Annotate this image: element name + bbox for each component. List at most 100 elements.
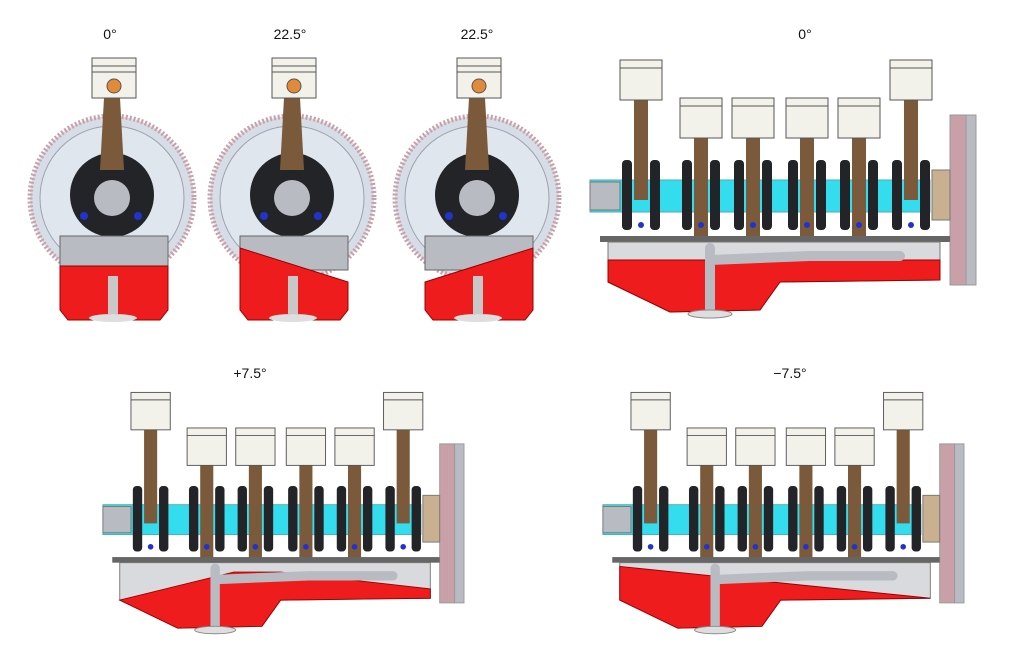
oil-level xyxy=(607,259,941,313)
oil-level xyxy=(619,565,931,629)
piston xyxy=(785,427,827,466)
flywheel-disc xyxy=(954,443,965,604)
oil-pickup-tube xyxy=(210,563,398,631)
piston xyxy=(334,427,375,466)
bolt xyxy=(752,543,759,550)
oil-pickup-tube xyxy=(705,243,905,315)
piston xyxy=(883,391,924,431)
crank-web xyxy=(836,485,847,552)
connecting-rod xyxy=(748,465,762,559)
crank-web xyxy=(385,485,395,552)
crank-web xyxy=(816,160,826,230)
piston xyxy=(630,391,671,431)
front-view-1: 0° xyxy=(20,20,200,340)
crank-web xyxy=(632,485,643,552)
crank-web xyxy=(710,160,720,230)
crank-web xyxy=(788,160,798,230)
timing-gear xyxy=(931,169,951,221)
crank-web xyxy=(737,485,747,552)
flywheel-disc xyxy=(965,114,977,286)
connecting-rod xyxy=(799,465,813,559)
side-view-top: 0° xyxy=(580,20,1000,330)
angle-label-front-1: 0° xyxy=(103,26,117,42)
connecting-rod xyxy=(904,100,918,200)
connecting-rod xyxy=(200,465,214,559)
connecting-rod xyxy=(634,100,648,200)
crank-web xyxy=(862,485,873,552)
front-view-2: 22.5° xyxy=(200,20,380,340)
bolt xyxy=(750,222,756,228)
crank-web xyxy=(188,485,199,552)
angle-label-side-bottom-right: −7.5° xyxy=(773,365,807,381)
side-engine-diagram-top xyxy=(589,59,977,319)
crank-web xyxy=(788,485,798,552)
crank-web xyxy=(659,485,669,552)
bolt xyxy=(851,543,858,550)
crank-web xyxy=(215,485,225,552)
piston xyxy=(889,59,933,101)
crank-web xyxy=(814,485,824,552)
pan-rail xyxy=(112,557,440,563)
timing-gear xyxy=(922,494,941,543)
oil-pickup-strainer xyxy=(194,625,237,635)
angle-label-side-top: 0° xyxy=(798,26,812,42)
crank-web xyxy=(911,485,921,552)
bolt xyxy=(351,543,358,550)
side-view-bottom-left: +7.5° xyxy=(80,355,500,645)
side-engine-diagram-bottom-left xyxy=(102,391,465,635)
crank-web xyxy=(159,485,169,552)
bolt xyxy=(703,543,710,550)
connecting-rod xyxy=(852,138,866,238)
bolt xyxy=(856,222,862,228)
side-engine-diagram-bottom-right xyxy=(602,391,965,635)
crank-web xyxy=(734,160,744,230)
connecting-rod xyxy=(800,138,814,238)
crank-web xyxy=(288,485,298,552)
oil-pickup-strainer xyxy=(694,625,737,635)
crank-web xyxy=(263,485,274,552)
connecting-rod xyxy=(848,465,862,559)
pan-rail xyxy=(600,236,950,242)
crank-web xyxy=(840,160,850,230)
crank-web xyxy=(715,485,725,552)
connecting-rod xyxy=(299,465,313,559)
crank-web xyxy=(622,160,632,230)
crank-web xyxy=(650,160,660,230)
piston xyxy=(785,97,829,139)
crank-nose xyxy=(102,506,132,534)
crank-web xyxy=(411,485,421,552)
piston xyxy=(235,427,276,466)
piston xyxy=(619,59,663,101)
piston xyxy=(679,97,723,139)
crank-web xyxy=(920,160,930,230)
crank-web xyxy=(688,485,699,552)
flywheel xyxy=(939,443,956,604)
bolt xyxy=(908,222,914,228)
bolt xyxy=(252,543,259,550)
piston xyxy=(686,427,727,466)
crank-nose xyxy=(589,181,621,211)
crank-web xyxy=(892,160,902,230)
piston xyxy=(837,97,881,139)
bolt xyxy=(400,543,406,550)
angle-label-front-2: 22.5° xyxy=(273,26,307,42)
crank-web xyxy=(763,485,774,552)
front-engine-diagram-3 xyxy=(392,57,562,322)
bolt xyxy=(804,222,810,228)
flywheel xyxy=(439,443,456,604)
bolt xyxy=(900,543,906,550)
crank-web xyxy=(868,160,878,230)
crank-web xyxy=(762,160,772,230)
bolt xyxy=(147,543,154,550)
connecting-rod xyxy=(700,465,714,559)
angle-label-side-bottom-left: +7.5° xyxy=(233,365,267,381)
angle-label-front-3: 22.5° xyxy=(460,26,494,42)
connecting-rod xyxy=(248,465,262,559)
front-engine-diagram-1 xyxy=(27,57,197,322)
oil-pickup-strainer xyxy=(687,309,733,319)
bolt xyxy=(203,543,210,550)
piston xyxy=(731,97,775,139)
connecting-rod xyxy=(644,429,658,524)
crank-nose xyxy=(602,506,632,534)
crank-web xyxy=(682,160,692,230)
